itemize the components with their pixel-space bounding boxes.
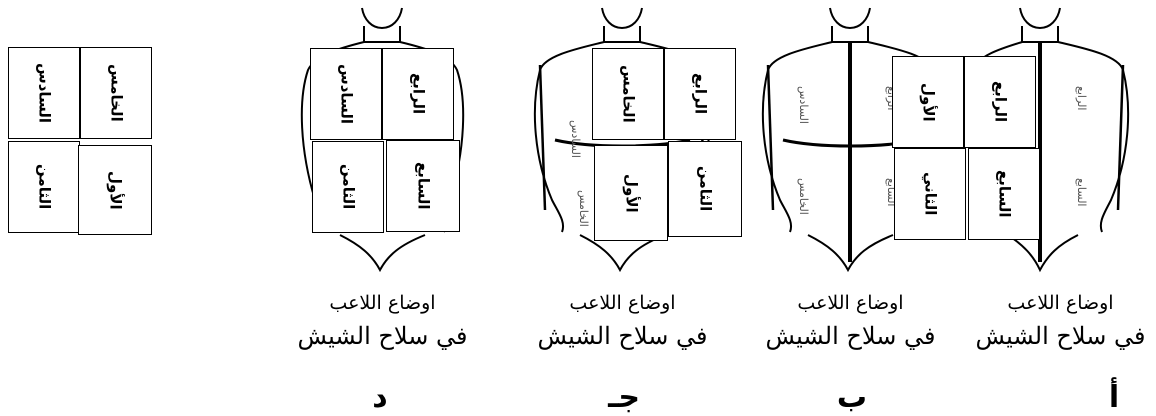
caption-line1: اوضاع اللاعب [569, 292, 676, 314]
caption-line1: اوضاع اللاعب [1007, 292, 1114, 314]
svg-text:الخامس: الخامس [577, 190, 590, 227]
figure-letter-j: جـ [608, 380, 640, 415]
box-label: الأول [622, 173, 641, 213]
box-label: الرابع [409, 73, 428, 115]
box-label: السابع [995, 170, 1014, 218]
fencer-torso-drawing: الرابع السابع [966, 7, 1130, 273]
figure-letter-b: ب [836, 380, 868, 415]
overlap-box-bottom-left: الثاني [894, 148, 966, 240]
overlap-box-top-right: الرابع [964, 56, 1036, 148]
svg-text:السابع: السابع [1075, 178, 1088, 207]
box-label: السابع [414, 162, 433, 210]
box-label: الثاني [921, 172, 940, 216]
target-box-top-right: الرابع [382, 48, 454, 140]
box-label: السادس [337, 63, 356, 125]
figure-a: الرابع السابع [958, 0, 1156, 290]
svg-text:السادس: السادس [569, 120, 582, 158]
caption-line2: في سلاح الشيش [765, 322, 936, 350]
figure-letter-d: د [372, 380, 388, 415]
box-label: الأول [106, 170, 125, 210]
overlap-box-top-left: الأول [892, 56, 964, 148]
standalone-box-top-right: الخامس [80, 47, 152, 139]
overlap-box-bottom-right: السابع [968, 148, 1040, 240]
box-label: الرابع [991, 81, 1010, 123]
box-label: الثامن [339, 164, 358, 210]
figure-j: السادس الخامس الخامس الرابع الأول الثامن [520, 0, 742, 290]
box-label: السادس [35, 62, 54, 124]
target-box-bottom-left: الأول [594, 145, 668, 241]
target-box-bottom-right: السابع [386, 140, 460, 232]
box-label: الأول [919, 82, 938, 122]
caption-line2: في سلاح الشيش [975, 322, 1146, 350]
box-label: الخامس [107, 64, 126, 122]
standalone-box-top-left: السادس [8, 47, 80, 139]
caption-line1: اوضاع اللاعب [329, 292, 436, 314]
target-box-top-right: الرابع [664, 48, 736, 140]
caption-line2: في سلاح الشيش [297, 322, 468, 350]
caption-line2: في سلاح الشيش [537, 322, 708, 350]
box-label: الثامن [35, 164, 54, 210]
figure-letter-a: أ [1108, 380, 1120, 415]
standalone-box-bottom-right: الأول [78, 145, 152, 235]
torso-label-upper-left: السادس [797, 86, 810, 124]
svg-text:الرابع: الرابع [1075, 86, 1088, 110]
box-label: الخامس [619, 65, 638, 123]
figure-d: السادس الرابع الثامن السابع [280, 0, 485, 290]
standalone-box-bottom-left: الثامن [8, 141, 80, 233]
target-box-bottom-left: الثامن [312, 141, 384, 233]
target-box-top-left: الخامس [592, 48, 664, 140]
box-label: الرابع [691, 73, 710, 115]
target-box-top-left: السادس [310, 48, 382, 140]
torso-label-lower-left: الخامس [797, 178, 810, 215]
target-box-bottom-right: الثامن [668, 141, 742, 237]
box-label: الثامن [696, 166, 715, 212]
caption-line1: اوضاع اللاعب [797, 292, 904, 314]
